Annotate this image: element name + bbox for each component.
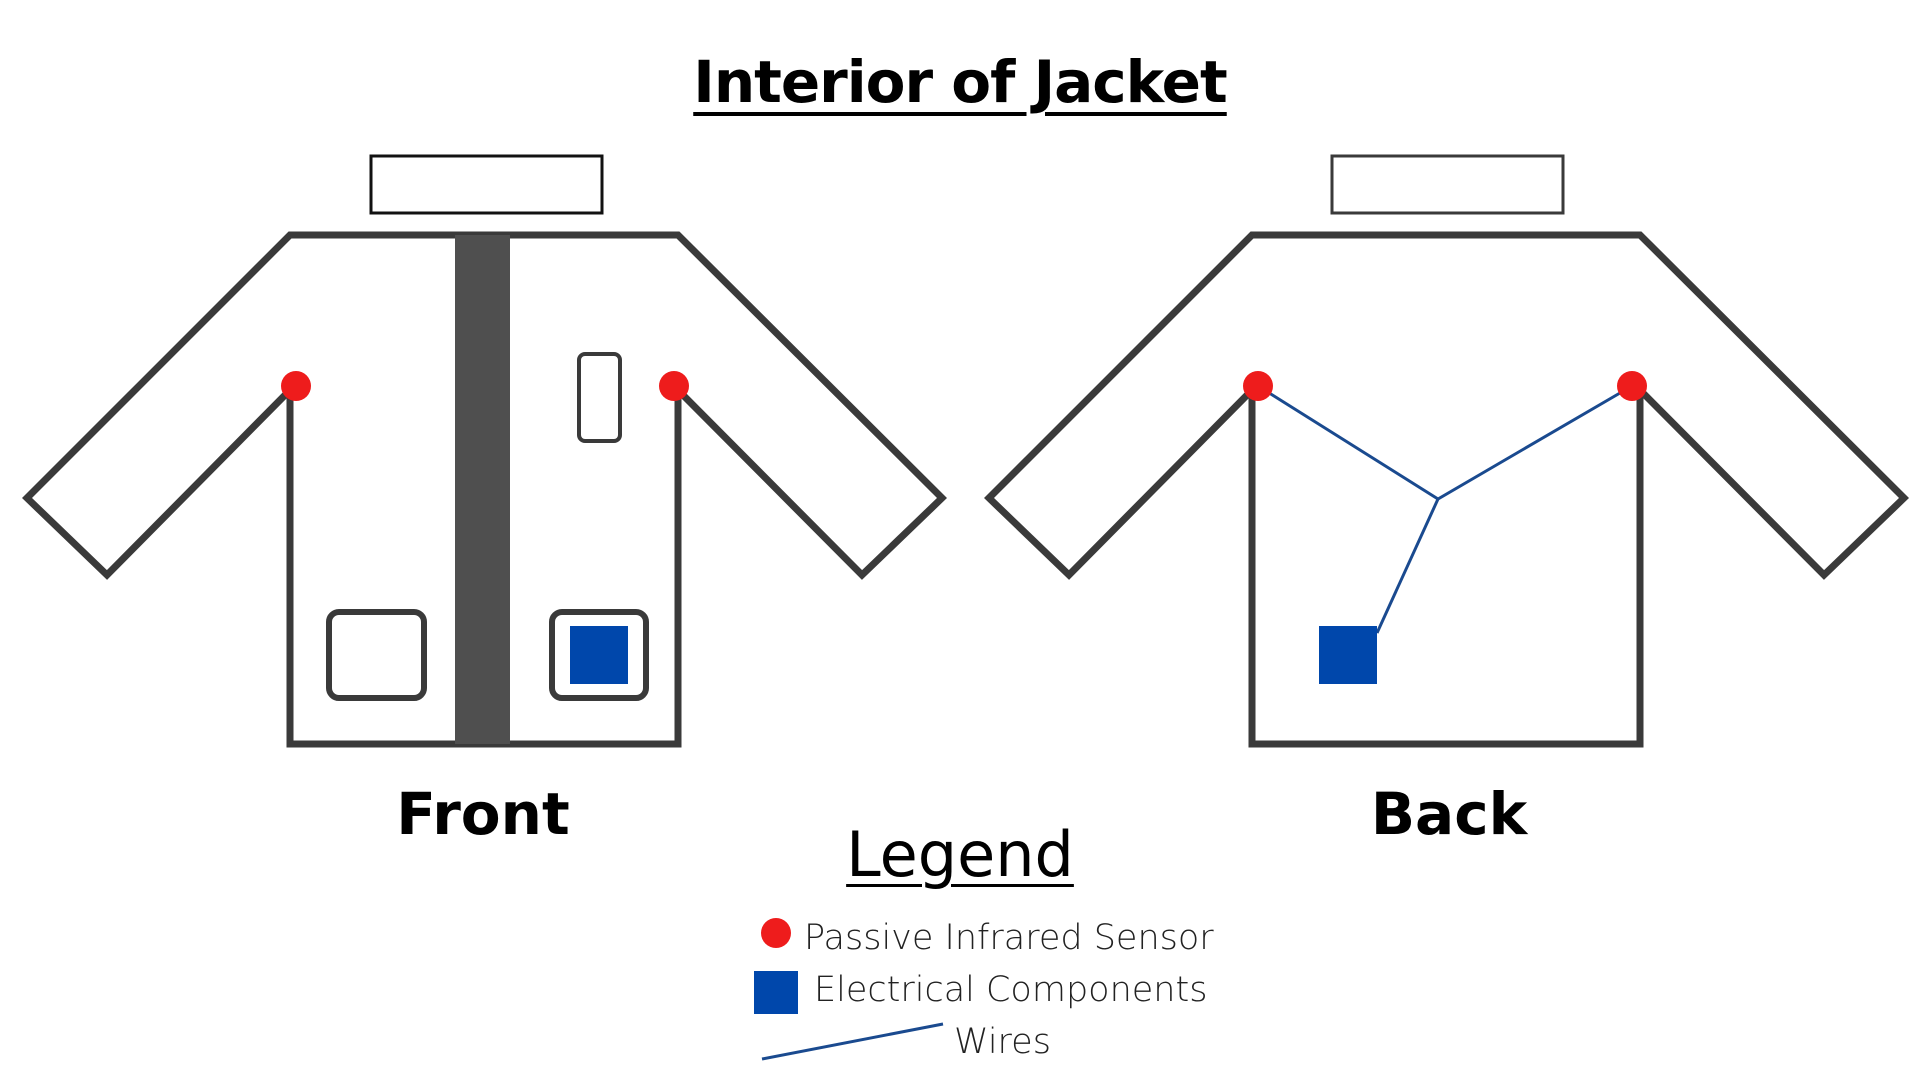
back-collar	[1330, 154, 1565, 215]
back-jacket-outline	[984, 231, 1910, 748]
front-jacket-outline	[22, 231, 948, 748]
front-left-pocket	[326, 609, 427, 701]
front-right-sensor	[659, 371, 689, 401]
back-right-sensor	[1617, 371, 1647, 401]
front-chest-pocket	[577, 352, 622, 443]
front-electrical-component	[570, 626, 628, 684]
back-wires	[1257, 384, 1633, 501]
back-wire-to-component	[1375, 498, 1440, 634]
front-zipper	[455, 235, 510, 744]
legend-title: Legend	[846, 818, 1074, 891]
front-right-pocket	[549, 609, 649, 701]
legend-wires-label: Wires	[954, 1022, 1051, 1062]
legend-component-icon	[754, 971, 798, 1014]
legend-symbols	[754, 918, 944, 1061]
back-electrical-component	[1319, 626, 1377, 684]
diagram-title: Interior of Jacket	[693, 48, 1228, 116]
front-left-sensor	[281, 371, 311, 401]
front-jacket	[22, 154, 948, 748]
legend-wire-icon	[761, 1022, 944, 1061]
legend-sensor-label: Passive Infrared Sensor	[804, 918, 1214, 958]
legend-sensor-icon	[761, 918, 791, 948]
front-collar	[369, 154, 604, 215]
legend-components-label: Electrical Components	[814, 970, 1208, 1010]
back-jacket	[984, 154, 1910, 748]
front-label: Front	[396, 780, 570, 848]
back-label: Back	[1370, 780, 1528, 848]
back-left-sensor	[1243, 371, 1273, 401]
